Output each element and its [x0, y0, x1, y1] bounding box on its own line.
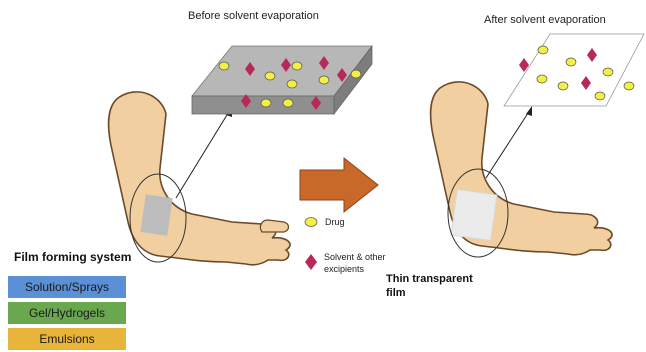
thin-film-label: Thin transparent film — [386, 272, 473, 300]
thin-film-patch — [451, 189, 497, 240]
drug-legend-label: Drug — [325, 216, 345, 228]
drug-legend-icon — [305, 218, 317, 227]
thin-film-label-line2: film — [386, 286, 473, 300]
solvent-legend-icon — [305, 254, 317, 270]
zoom-line-after — [486, 110, 530, 178]
solvent-legend-label: Solvent & other excipients — [324, 251, 386, 275]
left-arm — [109, 92, 290, 265]
thin-film-label-line1: Thin transparent — [386, 272, 473, 286]
system-item-solution-sprays: Solution/Sprays — [8, 276, 126, 298]
after-film — [504, 34, 644, 106]
before-slab — [192, 46, 372, 114]
applied-formulation-patch — [140, 194, 172, 235]
solvent-legend-line2: excipients — [324, 263, 386, 275]
right-arm — [431, 82, 612, 257]
system-item-emulsions: Emulsions — [8, 328, 126, 350]
zoom-line-before — [176, 110, 230, 198]
film-forming-system-title: Film forming system — [14, 250, 131, 264]
system-item-gel-hydrogels: Gel/Hydrogels — [8, 302, 126, 324]
process-arrow — [300, 158, 378, 212]
solvent-legend-line1: Solvent & other — [324, 251, 386, 263]
